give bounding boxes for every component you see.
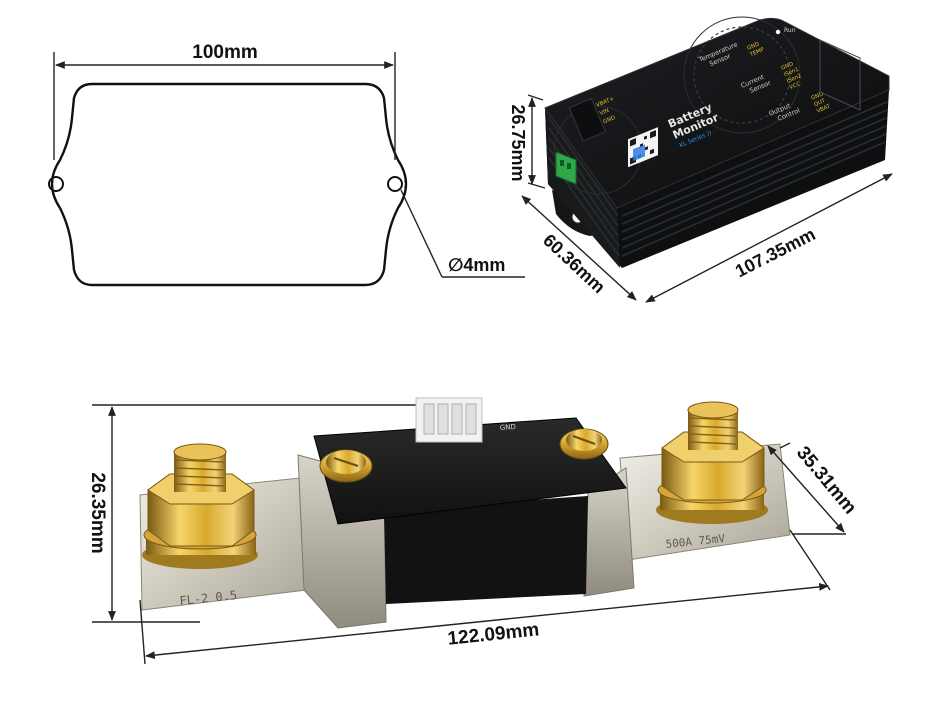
enclosure-outline-drawing: 100mm ∅4mm xyxy=(48,42,525,287)
monitor-height-label: 26.75mm xyxy=(508,104,528,181)
output-pin-3: VBAT xyxy=(816,103,832,114)
shunt-resistor-element xyxy=(384,496,588,604)
pcb-screw-left xyxy=(319,449,373,483)
shunt-depth-line xyxy=(767,445,845,533)
shunt-left-bolt xyxy=(142,443,258,569)
shunt-white-connector xyxy=(415,397,483,443)
current-pin-4: VCC xyxy=(789,81,802,91)
shunt-pcb xyxy=(313,417,627,525)
current-pin-2: ISen1 xyxy=(783,67,800,79)
output-pin-2: OUT xyxy=(813,98,827,108)
qr-code xyxy=(628,127,658,168)
shunt-drawing: 26.35mm GND xyxy=(87,397,860,665)
hole-diameter-label: ∅4mm xyxy=(448,255,505,275)
monitor-length-label: 107.35mm xyxy=(732,224,819,281)
green-terminal-block xyxy=(555,151,577,185)
enclosure-width-label: 100mm xyxy=(192,42,258,63)
monitor-right-connector xyxy=(819,39,861,111)
run-label: Run xyxy=(784,27,796,34)
current-pin-1: GND xyxy=(780,61,794,71)
monitor-length-line xyxy=(645,173,893,303)
shunt-length-line xyxy=(145,583,829,659)
mount-hole-left xyxy=(48,176,64,192)
current-pin-3: ISen2 xyxy=(786,73,803,85)
run-led xyxy=(775,29,781,35)
shunt-right-bolt xyxy=(656,401,768,524)
left-pin-3: GND xyxy=(602,115,616,125)
enclosure-outline xyxy=(50,82,408,287)
shunt-right-stamp: 500A 75mV xyxy=(665,532,726,551)
monitor-depth-line xyxy=(521,195,637,301)
mount-hole-right xyxy=(387,176,403,192)
battery-monitor-drawing: Battery Monitor KL Series )) VBAT+ VIN G… xyxy=(508,16,893,303)
left-pin-2: VIN xyxy=(599,108,610,117)
output-pin-1: GND xyxy=(810,91,824,101)
pcb-screw-right xyxy=(559,428,609,460)
temp-pin-1: GND xyxy=(746,41,760,51)
shunt-gnd-label: GND xyxy=(500,423,517,432)
shunt-height-label: 26.35mm xyxy=(87,472,108,553)
shunt-depth-label: 35.31mm xyxy=(792,443,860,519)
